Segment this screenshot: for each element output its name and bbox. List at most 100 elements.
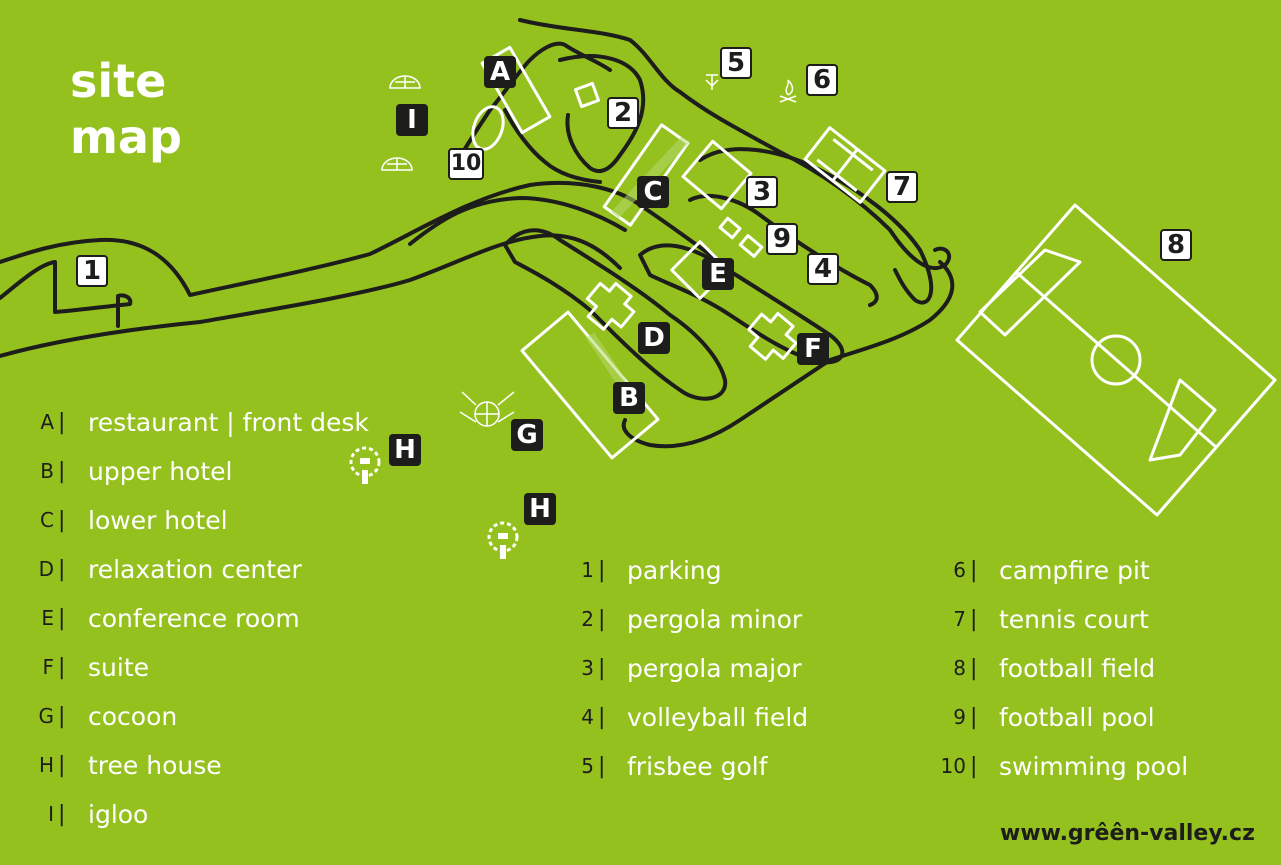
legend-separator: | (598, 606, 606, 632)
map-key-5[interactable]: 5 (720, 47, 752, 79)
map-key-10[interactable]: 10 (448, 148, 484, 180)
north-inner-loop (558, 54, 646, 174)
football-pool-2 (738, 234, 764, 258)
map-key-h-1[interactable]: H (389, 434, 421, 466)
legend-row: 4| volleyball field (560, 701, 808, 733)
legend-separator: | (598, 753, 606, 779)
legend-separator: | (58, 654, 66, 680)
legend-row: 5|frisbee golf (560, 750, 768, 782)
legend-separator: | (970, 753, 978, 779)
map-key-f[interactable]: F (797, 333, 829, 365)
legend-label: cocoon (88, 701, 178, 731)
legend-label: volleyball field (627, 702, 809, 732)
north-path-2 (518, 18, 952, 271)
frisbee-golf-icon (705, 74, 719, 90)
legend-separator: | (598, 655, 606, 681)
map-key-2[interactable]: 2 (607, 97, 639, 129)
buildings (471, 45, 1277, 517)
cocoon-icon (459, 391, 515, 427)
legend-key: 10 (940, 754, 966, 778)
legend-key: H (38, 753, 54, 777)
tree-house-icon (349, 446, 381, 484)
map-key-b[interactable]: B (613, 382, 645, 414)
legend-label: igloo (88, 799, 149, 829)
legend-label: campfire pit (999, 555, 1150, 585)
legend-separator: | (58, 458, 66, 484)
legend-key: B (40, 459, 54, 483)
legend-row: 1| parking (560, 554, 722, 586)
legend-label: football pool (999, 702, 1155, 732)
legend-key: F (42, 655, 54, 679)
legend-row: 2|pergola minor (560, 603, 802, 635)
legend-key: 7 (953, 607, 966, 631)
map-key-h-2[interactable]: H (524, 493, 556, 525)
north-path-1 (456, 41, 612, 162)
legend-label: conference room (88, 603, 300, 633)
pergola-major (681, 139, 753, 211)
middle-loop-1 (503, 228, 728, 401)
legend-separator: | (58, 556, 66, 582)
legend-row: A|restaurant | front desk (20, 406, 369, 438)
pergola-minor (573, 81, 601, 109)
legend-row: 7| tennis court (930, 603, 1149, 635)
legend-row: I| igloo (20, 798, 148, 830)
map-key-g[interactable]: G (511, 419, 543, 451)
legend-row: 8|football field (930, 652, 1155, 684)
map-key-d[interactable]: D (638, 322, 670, 354)
legend-separator: | (58, 801, 66, 827)
map-key-8[interactable]: 8 (1160, 229, 1192, 261)
map-key-a[interactable]: A (484, 56, 516, 88)
legend-separator: | (58, 605, 66, 631)
map-key-3[interactable]: 3 (746, 176, 778, 208)
map-key-6[interactable]: 6 (806, 64, 838, 96)
legend-label: pergola major (627, 653, 802, 683)
legend-separator: | (970, 655, 978, 681)
legend-separator: | (58, 507, 66, 533)
legend-row: 10|swimming pool (930, 750, 1189, 782)
legend-label: parking (627, 555, 722, 585)
legend-separator: | (970, 557, 978, 583)
legend-separator: | (970, 704, 978, 730)
legend-key: 4 (581, 705, 594, 729)
legend-separator: | (58, 703, 66, 729)
legend-key: 9 (953, 705, 966, 729)
map-key-c[interactable]: C (637, 176, 669, 208)
legend-key: 1 (581, 558, 594, 582)
map-key-4[interactable]: 4 (807, 253, 839, 285)
legend-label: frisbee golf (627, 751, 768, 781)
tree-house-icon-2 (487, 521, 519, 559)
tennis-court (803, 126, 887, 204)
legend-separator: | (58, 752, 66, 778)
legend-key: I (48, 802, 54, 826)
igloo-icon (389, 75, 421, 89)
map-key-9[interactable]: 9 (766, 223, 798, 255)
legend-separator: | (970, 606, 978, 632)
map-key-7[interactable]: 7 (886, 171, 918, 203)
legend-key: C (40, 508, 54, 532)
legend-key: G (38, 704, 55, 728)
football-field (955, 203, 1277, 517)
map-key-1[interactable]: 1 (76, 255, 108, 287)
legend-separator: | (598, 704, 606, 730)
map-key-e[interactable]: E (702, 258, 734, 290)
main-road-lower-edge (0, 233, 622, 358)
map-title-line-2: map (70, 110, 182, 164)
legend-separator: | (598, 557, 606, 583)
legend-row: H| tree house (20, 749, 222, 781)
legend-key: 8 (953, 656, 966, 680)
igloo-icon-2 (381, 157, 413, 171)
legend-label: pergola minor (627, 604, 803, 634)
map-key-i[interactable]: I (396, 104, 428, 136)
campfire-icon (779, 79, 797, 103)
legend-key: E (41, 606, 54, 630)
legend-label: tennis court (999, 604, 1149, 634)
legend-label: tree house (88, 750, 222, 780)
legend-row: 3|pergola major (560, 652, 802, 684)
legend-row: C|lower hotel (20, 504, 228, 536)
website-url[interactable]: www.grêên-valley.cz (1000, 821, 1255, 846)
legend-row: D|relaxation center (20, 553, 302, 585)
legend-label: suite (88, 652, 149, 682)
building-d (585, 281, 636, 331)
legend-row: B|upper hotel (20, 455, 232, 487)
